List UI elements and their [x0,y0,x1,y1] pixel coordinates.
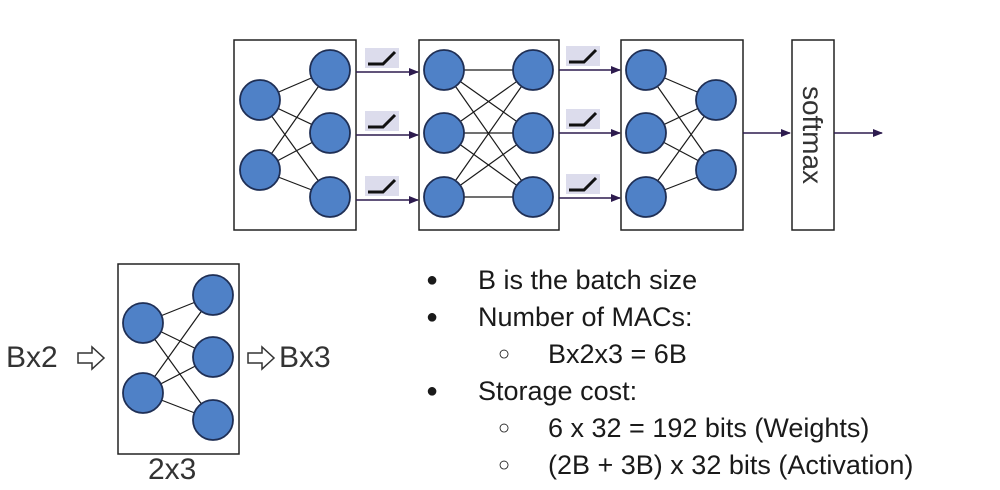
list-item: ○ 6 x 32 = 192 bits (Weights) [420,410,995,447]
relu-icon [566,46,600,66]
bullet-dot-icon: ● [426,269,439,291]
bullet-dot-icon: ● [426,306,439,328]
neuron [309,176,351,218]
list-item: ○ Bx2x3 = 6B [420,336,995,373]
neuron [192,336,234,378]
neuron [239,79,281,121]
relu-icon [566,174,600,194]
bullet-circle-icon: ○ [498,417,511,439]
bullet-circle-icon: ○ [498,454,511,476]
neuron [122,302,164,344]
neuron [423,49,465,91]
list-item: ● Number of MACs: [420,299,995,336]
softmax-label: softmax [797,86,828,184]
bullet-circle-icon: ○ [498,343,511,365]
neuron [625,49,667,91]
neurons-small [122,274,234,441]
neuron [423,112,465,154]
neuron [512,176,554,218]
neuron [423,176,465,218]
neuron [625,176,667,218]
input-shape-label: Bx2 [6,341,58,374]
neuron [625,112,667,154]
neurons-top [239,49,737,218]
neuron [192,399,234,441]
list-item: ● B is the batch size [420,262,995,299]
notes-list: ● B is the batch size ● Number of MACs: … [420,262,995,484]
relu-group-2 [559,46,621,202]
neuron [192,274,234,316]
relu-icon [566,109,600,129]
layer-size-caption: 2x3 [148,453,197,486]
list-item: ● Storage cost: [420,373,995,410]
neuron [309,49,351,91]
neuron [239,149,281,191]
neuron [122,372,164,414]
neuron [695,79,737,121]
neuron [695,149,737,191]
list-item: ○ (2B + 3B) x 32 bits (Activation) [420,447,995,484]
relu-icon [365,111,399,131]
relu-group-1 [356,48,419,204]
output-arrow-icon [247,345,276,371]
neuron [309,112,351,154]
bullet-dot-icon: ● [426,380,439,402]
output-shape-label: Bx3 [279,341,331,374]
neuron [512,112,554,154]
relu-icon [365,176,399,196]
relu-icon [365,48,399,68]
softmax-box [791,39,835,231]
input-arrow-icon [77,345,106,371]
neuron [512,49,554,91]
